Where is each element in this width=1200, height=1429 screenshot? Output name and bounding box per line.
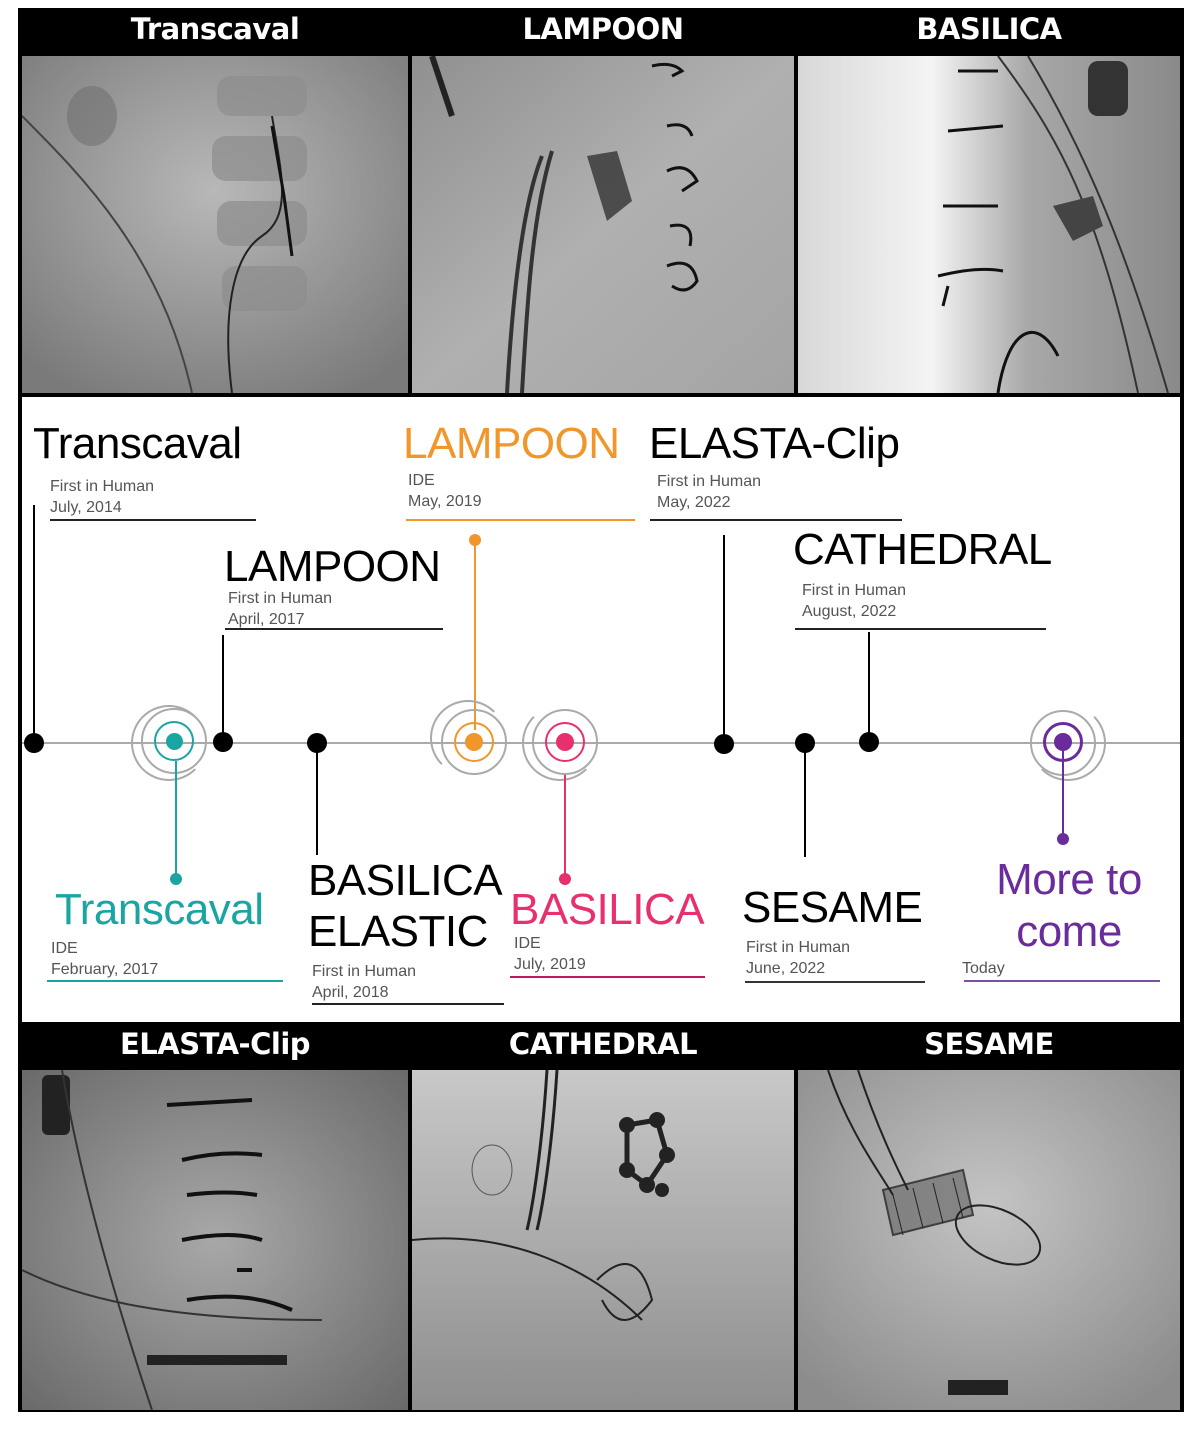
milestone-ring xyxy=(141,708,207,774)
milestone-ring-inner xyxy=(154,721,194,761)
event-connector xyxy=(868,632,870,742)
event-underline xyxy=(650,519,902,521)
milestone-ring xyxy=(441,709,507,775)
event-underline xyxy=(225,628,443,630)
event-stage: First in Human xyxy=(50,478,155,495)
milestone-ring-inner xyxy=(545,722,585,762)
timeline-dot xyxy=(24,733,44,753)
event-date: May, 2019 xyxy=(408,493,482,510)
milestone-ring-outer xyxy=(131,705,207,781)
panel-header-transcaval: Transcaval xyxy=(130,12,300,46)
event-title-elasta-clip: ELASTA-Clip xyxy=(649,419,900,468)
event-connector xyxy=(723,535,725,743)
event-stage: First in Human xyxy=(312,963,417,980)
connector-end-dot xyxy=(170,873,182,885)
event-connector xyxy=(564,775,566,878)
event-title-transcaval-fih: Transcaval xyxy=(33,419,242,468)
event-stage: First in Human xyxy=(746,939,851,956)
event-date: May, 2022 xyxy=(657,494,731,511)
event-stage: IDE xyxy=(514,935,541,952)
event-date: June, 2022 xyxy=(746,960,826,977)
milestone-center-dot xyxy=(166,733,183,750)
event-stage: IDE xyxy=(51,940,78,957)
fluoroscopy-image-cathedral xyxy=(412,1070,794,1410)
milestone-ring-inner xyxy=(454,722,494,762)
event-title-cathedral: CATHEDRAL xyxy=(793,525,1052,574)
milestone-ring-outer xyxy=(430,700,506,776)
connector-end-dot xyxy=(1057,833,1069,845)
panel-header-elasta-clip: ELASTA-Clip xyxy=(119,1027,311,1061)
milestone-ring-outer xyxy=(522,705,598,781)
event-underline xyxy=(964,980,1160,982)
event-underline xyxy=(795,628,1046,630)
event-stage: First in Human xyxy=(657,473,762,490)
fluoroscopy-image-elasta-clip xyxy=(22,1070,408,1410)
event-title-lampoon-ide: LAMPOON xyxy=(403,419,620,468)
milestone-center-dot xyxy=(556,733,574,751)
event-title-sesame: SESAME xyxy=(742,883,923,932)
event-stage: First in Human xyxy=(228,590,333,607)
event-connector xyxy=(175,761,177,878)
event-title-more-line2: come xyxy=(1016,907,1122,956)
event-date: August, 2022 xyxy=(802,603,897,620)
event-connector xyxy=(316,743,318,855)
event-title-basilica-ide: BASILICA xyxy=(510,885,705,934)
event-date: July, 2014 xyxy=(50,499,122,516)
milestone-center-dot xyxy=(465,733,483,751)
panel-header-basilica: BASILICA xyxy=(916,12,1062,46)
event-stage: IDE xyxy=(408,472,435,489)
event-title-basilica-elastic-line2: ELASTIC xyxy=(308,907,488,956)
panel-header-cathedral: CATHEDRAL xyxy=(508,1027,698,1061)
panel-header-lampoon: LAMPOON xyxy=(522,12,684,46)
event-connector xyxy=(33,505,35,743)
event-underline xyxy=(406,519,635,521)
event-date: February, 2017 xyxy=(51,961,159,978)
timeline-axis xyxy=(22,742,1180,744)
event-connector xyxy=(1062,742,1064,838)
fluoroscopy-image-basilica xyxy=(798,56,1180,393)
event-connector xyxy=(222,635,224,743)
event-date: April, 2018 xyxy=(312,984,389,1001)
event-title-transcaval-ide: Transcaval xyxy=(55,885,264,934)
fluoroscopy-image-sesame xyxy=(798,1070,1180,1410)
event-underline xyxy=(510,976,705,978)
timeline-dot xyxy=(859,732,879,752)
event-title-more-line1: More to xyxy=(996,855,1142,904)
event-title-basilica-elastic-line1: BASILICA xyxy=(308,856,503,905)
milestone-ring-outer xyxy=(1030,705,1106,781)
fluoroscopy-image-transcaval xyxy=(22,56,408,393)
event-underline xyxy=(745,981,925,983)
event-stage: First in Human xyxy=(802,582,907,599)
fluoroscopy-image-lampoon xyxy=(412,56,794,393)
event-title-lampoon-fih: LAMPOON xyxy=(224,542,441,591)
event-date: April, 2017 xyxy=(228,611,305,628)
timeline-dot xyxy=(714,734,734,754)
connector-end-dot xyxy=(559,873,571,885)
milestone-ring xyxy=(532,709,598,775)
event-connector xyxy=(804,743,806,857)
event-underline xyxy=(47,980,283,982)
timeline-panel xyxy=(22,397,1180,1022)
event-date: Today xyxy=(962,960,1005,977)
event-underline xyxy=(50,519,256,521)
event-underline xyxy=(312,1003,504,1005)
panel-header-sesame: SESAME xyxy=(924,1027,1054,1061)
timeline-dot xyxy=(213,732,233,752)
event-connector xyxy=(474,540,476,730)
event-date: July, 2019 xyxy=(514,956,586,973)
